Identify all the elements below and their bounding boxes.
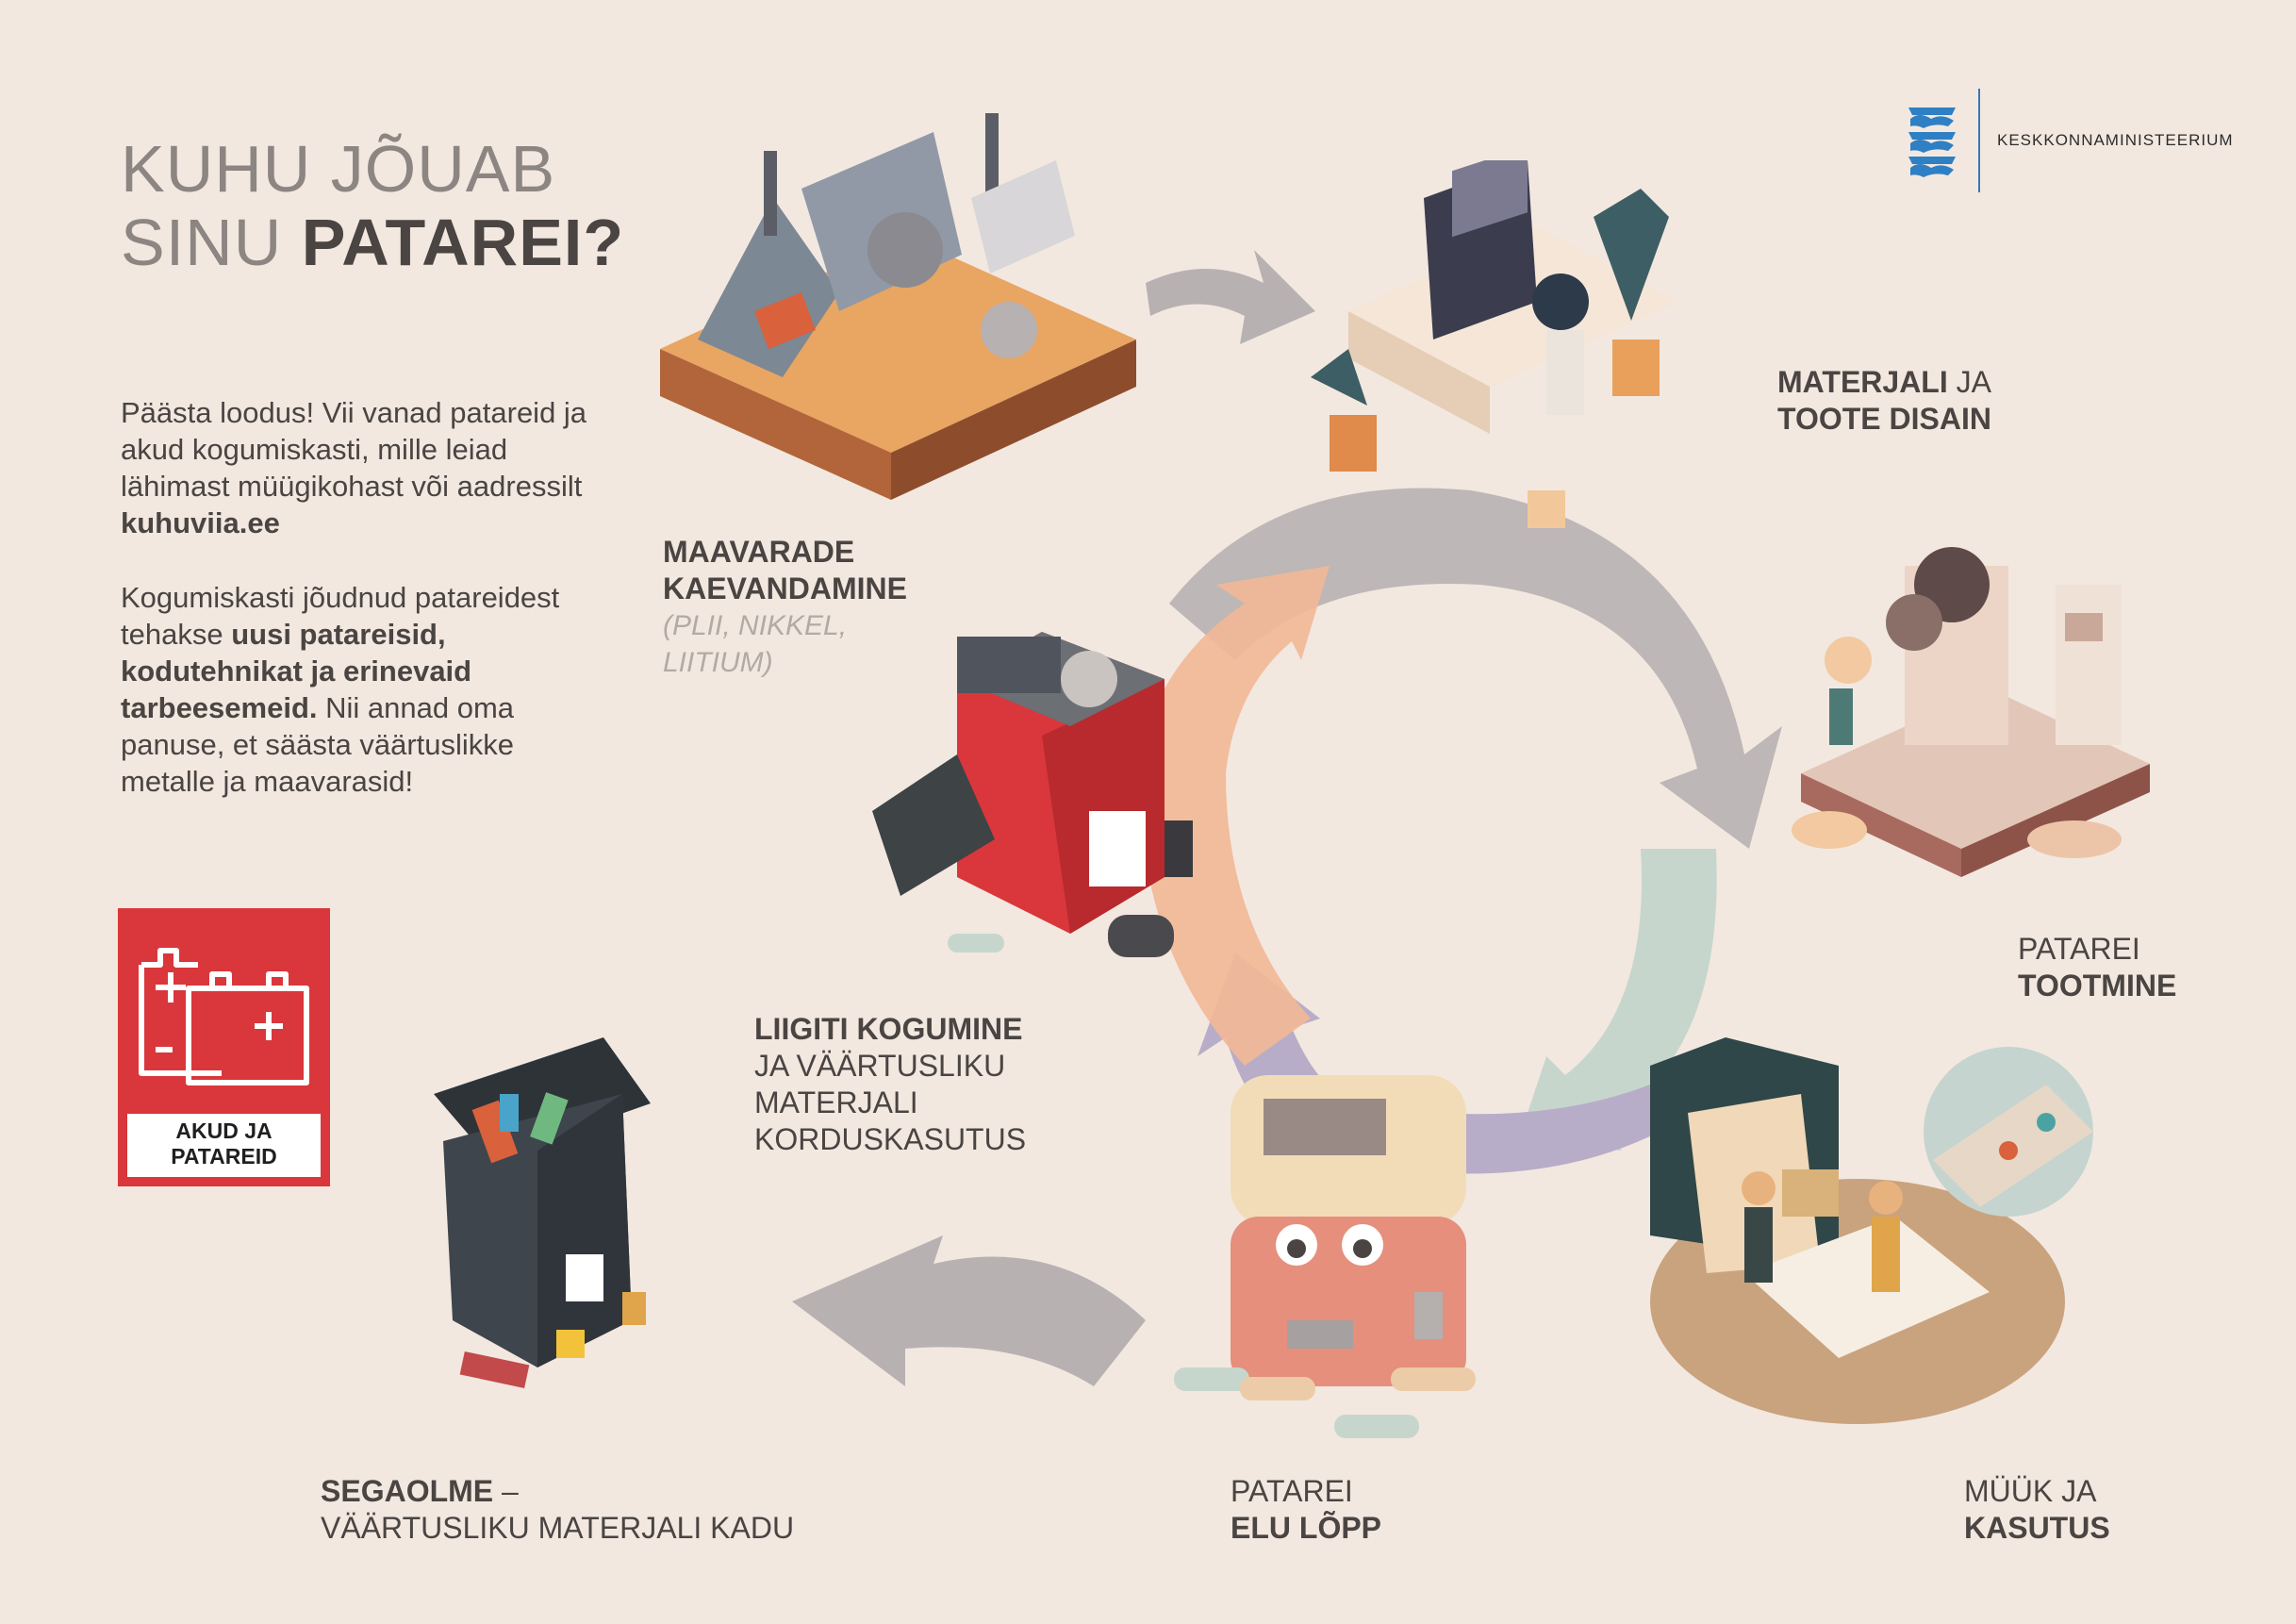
badge-label: AKUD JA PATAREID	[127, 1114, 321, 1177]
stage-waste-line-2: VÄÄRTUSLIKU MATERJALI KADU	[321, 1511, 795, 1545]
production-illustration	[1792, 547, 2150, 877]
stage-collection-line-4: KORDUSKASUTUS	[754, 1122, 1027, 1156]
stage-label-mining: MAAVARADE KAEVANDAMINE (PLII, NIKKEL, LI…	[663, 534, 907, 681]
collection-bin-illustration	[872, 632, 1193, 957]
stage-label-end-of-life: PATAREI ELU LÕPP	[1231, 1473, 1381, 1547]
battery-collection-badge: AKUD JA PATAREID	[118, 908, 330, 1186]
stage-collection-line-3: MATERJALI	[754, 1085, 918, 1119]
intro-p2-c: Nii annad oma panuse, et säästa väärtusl…	[121, 691, 515, 798]
stage-label-collection: LIIGITI KOGUMINE JA VÄÄRTUSLIKU MATERJAL…	[754, 1011, 1026, 1158]
page-title: KUHU JÕUAB SINU PATAREI?	[121, 132, 624, 279]
stage-end-light: PATAREI	[1231, 1474, 1353, 1508]
stage-end-bold: ELU LÕPP	[1231, 1511, 1382, 1545]
stage-label-production: PATAREI TOOTMINE	[2018, 931, 2176, 1004]
waste-bin-illustration	[434, 1037, 651, 1388]
stage-production-bold: TOOTMINE	[2018, 969, 2177, 1003]
stage-sale-bold: KASUTUS	[1964, 1511, 2110, 1545]
title-line-1: KUHU JÕUAB	[121, 132, 556, 206]
arrow-collection-to-mining	[1140, 566, 1330, 1066]
stage-design-bold-2: TOOTE DISAIN	[1777, 402, 1991, 436]
stage-label-waste: SEGAOLME – VÄÄRTUSLIKU MATERJALI KADU	[321, 1473, 794, 1547]
stage-production-light: PATAREI	[2018, 932, 2140, 966]
stage-waste-bold: SEGAOLME	[321, 1474, 494, 1508]
title-line-2-bold: PATAREI?	[301, 206, 625, 279]
arrow-production-to-sale	[1518, 849, 1717, 1151]
stage-mining-line-1: MAAVARADE	[663, 535, 855, 569]
intro-paragraph-2: Kogumiskasti jõudnud patareidest tehakse…	[121, 579, 611, 800]
ministry-logo: KESKKONNAMINISTEERIUM	[1905, 89, 2234, 192]
badge-label-line-1: AKUD JA	[175, 1119, 273, 1143]
arrow-end-to-waste	[792, 1235, 1146, 1386]
intro-link-kuhuviia[interactable]: kuhuviia.ee	[121, 506, 280, 539]
intro-paragraph-1: Päästa loodus! Vii vanad patareid ja aku…	[121, 394, 611, 541]
battery-icon	[139, 948, 309, 1085]
end-of-life-illustration	[1174, 1075, 1476, 1438]
design-illustration	[1311, 160, 1678, 528]
intro-p1-text: Päästa loodus! Vii vanad patareid ja aku…	[121, 396, 587, 503]
three-lions-crest-icon	[1908, 108, 1956, 177]
stage-mining-materials-2: LIITIUM)	[663, 647, 773, 678]
intro-p2-a: Kogumiskasti jõudnud patareidest tehakse	[121, 581, 560, 651]
stage-sale-light: MÜÜK JA	[1964, 1474, 2097, 1508]
stage-label-sale: MÜÜK JA KASUTUS	[1964, 1473, 2110, 1547]
stage-design-bold-1: MATERJALI	[1777, 365, 1948, 399]
stage-waste-dash: –	[493, 1474, 519, 1508]
title-line-2-light: SINU	[121, 206, 302, 279]
stage-design-light-1: JA	[1947, 365, 1991, 399]
ministry-name: KESKKONNAMINISTEERIUM	[1997, 131, 2234, 149]
badge-label-line-2: PATAREID	[171, 1144, 277, 1168]
stage-collection-line-2: JA VÄÄRTUSLIKU	[754, 1049, 1006, 1083]
title-line-2: SINU PATAREI?	[121, 206, 624, 279]
stage-collection-bold: LIIGITI KOGUMINE	[754, 1012, 1023, 1046]
sale-illustration	[1650, 1037, 2093, 1424]
stage-mining-materials-1: (PLII, NIKKEL,	[663, 610, 848, 641]
mining-illustration	[660, 113, 1136, 500]
stage-mining-line-2: KAEVANDAMINE	[663, 572, 907, 605]
intro-p2-bold: uusi patareisid, kodutehnikat ja erineva…	[121, 618, 472, 724]
arrow-mining-to-design	[1146, 250, 1315, 344]
stage-label-design: MATERJALI JA TOOTE DISAIN	[1777, 364, 1991, 438]
logo-divider	[1978, 89, 1980, 192]
